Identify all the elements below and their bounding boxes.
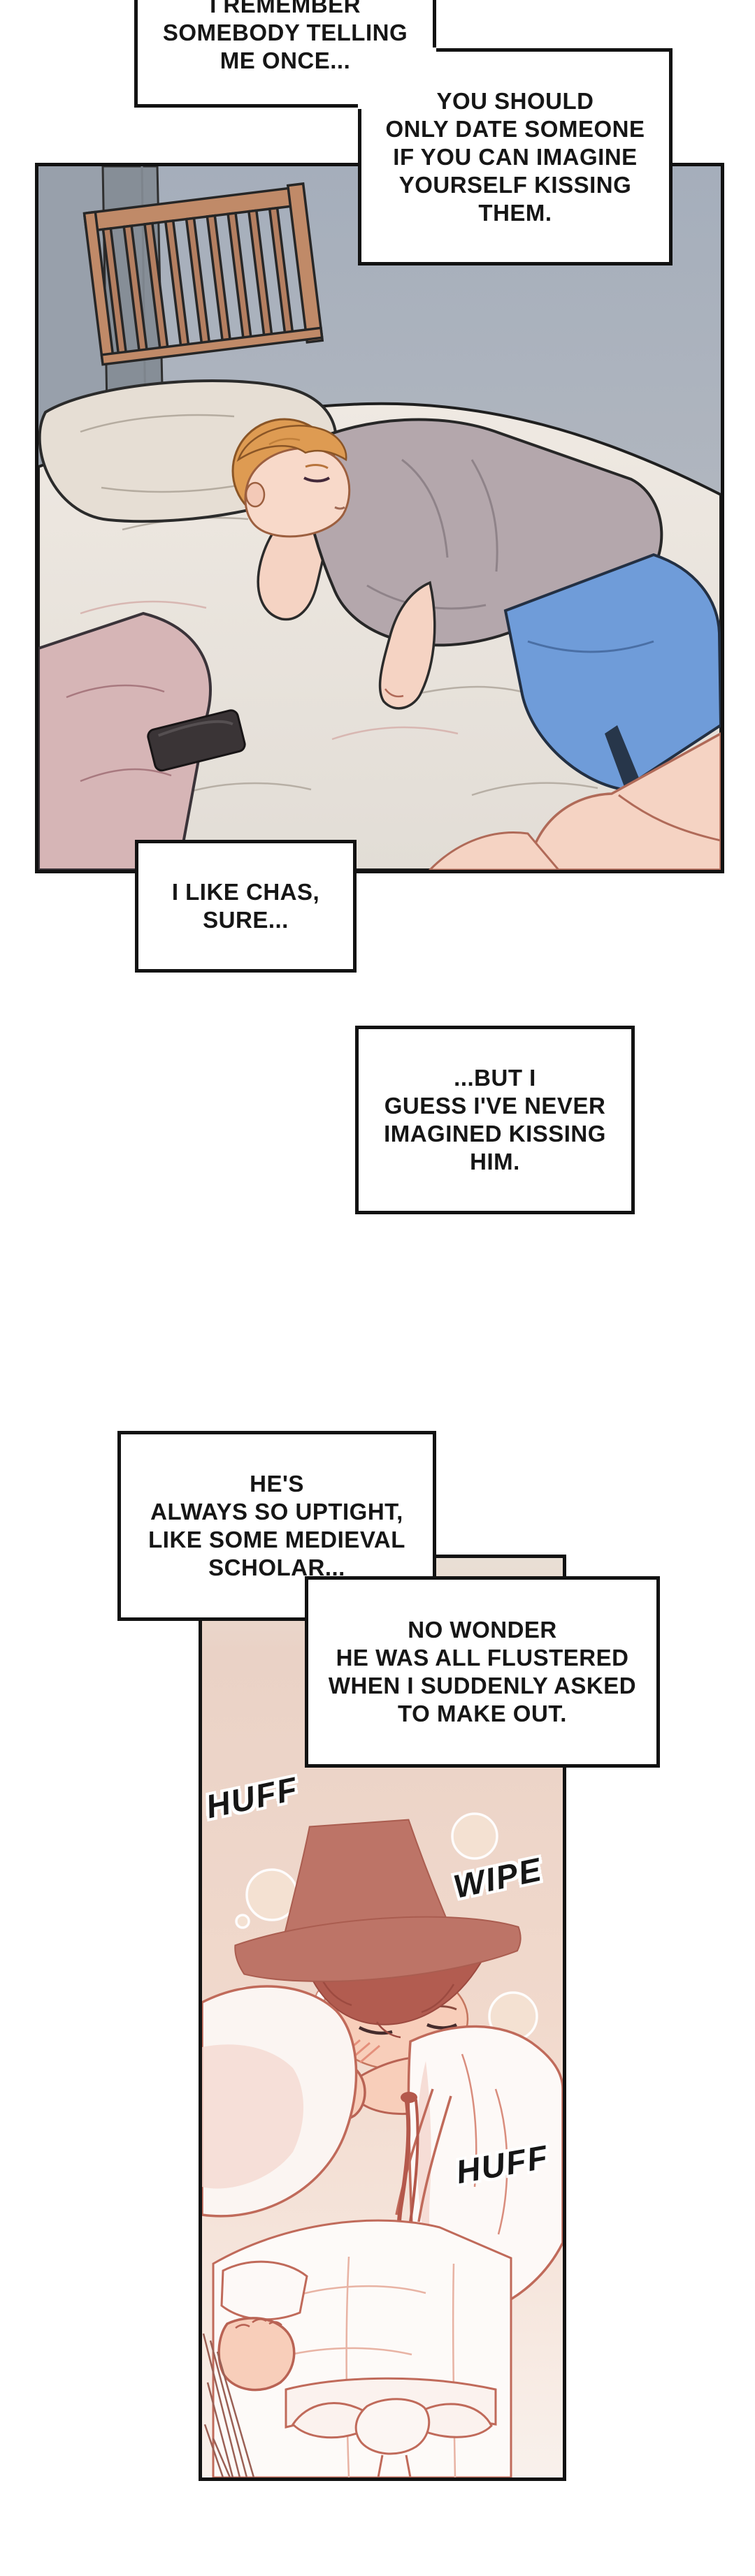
narration-text: ...BUT I GUESS I'VE NEVER IMAGINED KISSI…: [384, 1064, 606, 1176]
narration-text: NO WONDER HE WAS ALL FLUSTERED WHEN I SU…: [329, 1616, 636, 1728]
hair-bangs: [236, 425, 347, 463]
bed-headboard: [82, 182, 324, 366]
narration-line: HE'S: [250, 1471, 304, 1497]
narration-line: ONLY DATE SOMEONE: [385, 115, 645, 142]
narration-line: YOURSELF KISSING: [398, 171, 632, 198]
narration-line: NO WONDER: [408, 1617, 557, 1643]
leg-line: [618, 794, 721, 842]
scholar-eyes: [358, 2023, 458, 2035]
narration-text: HE'S ALWAYS SO UPTIGHT, LIKE SOME MEDIEV…: [148, 1470, 405, 1582]
narration-box-no-wonder: NO WONDER HE WAS ALL FLUSTERED WHEN I SU…: [305, 1576, 660, 1768]
narration-text: YOU SHOULD ONLY DATE SOMEONE IF YOU CAN …: [386, 87, 645, 227]
narration-text: I LIKE CHAS, SURE...: [172, 878, 319, 934]
bubble-union-patch: [358, 48, 436, 109]
narration-line: HE WAS ALL FLUSTERED: [336, 1645, 629, 1671]
ear: [245, 481, 266, 508]
narration-box-uptight: HE'S ALWAYS SO UPTIGHT, LIKE SOME MEDIEV…: [117, 1431, 436, 1621]
shorts-cuff-shadow: [605, 725, 640, 787]
waist-sash: [285, 2377, 497, 2477]
hand-fingers: [384, 688, 404, 698]
phone-sheen: [157, 720, 233, 737]
robe-creases: [264, 2256, 456, 2477]
narration-box-remember: I REMEMBER SOMEBODY TELLING ME ONCE...: [134, 0, 436, 108]
hatch-shading: [202, 2333, 255, 2477]
narration-line: I LIKE CHAS,: [171, 879, 320, 905]
sheet-shadow-lines: [80, 600, 459, 741]
bedroom-illustration: [38, 166, 721, 870]
narration-box-like-chas: I LIKE CHAS, SURE...: [135, 840, 357, 973]
left-fist-knuckles: [235, 2318, 282, 2329]
narration-line: I REMEMBER: [210, 0, 361, 17]
narration-line: WHEN I SUDDENLY ASKED: [328, 1673, 637, 1698]
narration-box-never-imagined: ...BUT I GUESS I'VE NEVER IMAGINED KISSI…: [355, 1026, 635, 1214]
left-sleeve-shadow: [202, 2044, 303, 2189]
narration-line: TO MAKE OUT.: [398, 1701, 567, 1726]
blanket-folds: [66, 684, 172, 783]
hair-strand: [268, 437, 301, 446]
shorts-seam: [527, 640, 654, 653]
left-cuff: [220, 2260, 308, 2321]
panel-bedroom: [35, 163, 724, 873]
eye: [303, 476, 331, 483]
phone: [147, 709, 246, 772]
collar-lines: [395, 2088, 452, 2222]
left-fist: [217, 2317, 296, 2392]
gat-hat: [234, 1819, 522, 1982]
sleeve-creases: [461, 2053, 508, 2235]
narration-line: IMAGINED KISSING: [384, 1121, 606, 1147]
narration-line: HIM.: [470, 1149, 520, 1174]
narration-line: SCHOLAR...: [208, 1555, 345, 1580]
mouth: [334, 506, 345, 510]
narration-line: IF YOU CAN IMAGINE: [393, 143, 638, 170]
face: [244, 447, 351, 538]
narration-line: ALWAYS SO UPTIGHT,: [150, 1499, 403, 1525]
extended-arm: [378, 581, 436, 710]
narration-line: ...BUT I: [454, 1065, 536, 1091]
eyebrow: [305, 464, 329, 470]
narration-text: I REMEMBER SOMEBODY TELLING ME ONCE...: [163, 0, 408, 75]
narration-line: GUESS I'VE NEVER: [384, 1093, 606, 1119]
narration-line: LIKE SOME MEDIEVAL: [148, 1527, 405, 1552]
scholar-illustration: [202, 1558, 563, 2477]
narration-line: THEM.: [478, 199, 552, 226]
narration-line: SOMEBODY TELLING: [162, 20, 408, 45]
narration-line: ME ONCE...: [220, 48, 351, 73]
lying-man: [231, 418, 721, 870]
narration-line: YOU SHOULD: [436, 87, 594, 114]
narration-line: SURE...: [203, 907, 289, 933]
leg-shin: [428, 831, 560, 870]
